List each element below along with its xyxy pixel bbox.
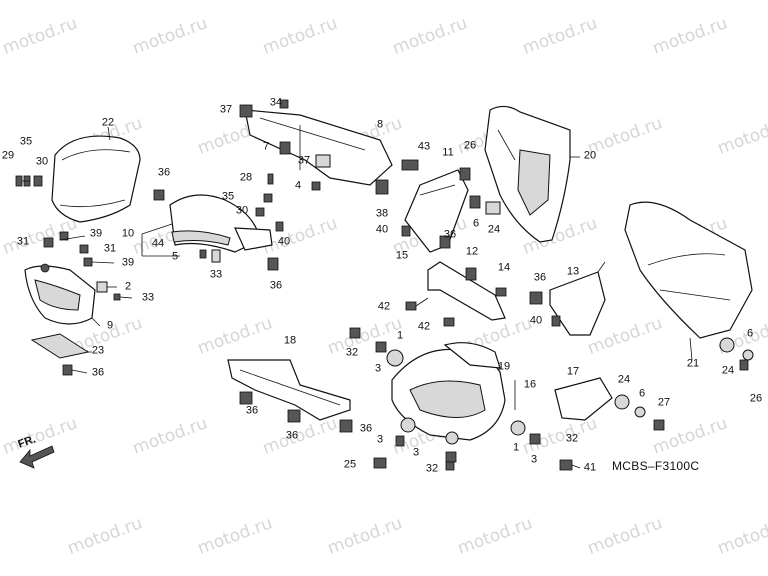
callout-3b: 3: [530, 453, 538, 466]
callout-36a: 36: [91, 366, 105, 379]
callout-16: 16: [523, 378, 537, 391]
callout-5: 5: [171, 250, 179, 263]
callout-30: 30: [35, 155, 49, 168]
callout-36g: 36: [285, 429, 299, 442]
callout-36d: 36: [443, 228, 457, 241]
callout-40b: 40: [375, 223, 389, 236]
callout-44: 44: [151, 237, 165, 250]
callout-7: 7: [262, 140, 270, 153]
callout-39: 39: [89, 227, 103, 240]
callout-21: 21: [686, 357, 700, 370]
stay-part-8: [239, 99, 419, 195]
callout-8: 8: [376, 118, 384, 131]
side-cowl-part-21: [624, 201, 753, 361]
callout-41: 41: [583, 461, 597, 474]
callout-36f: 36: [245, 404, 259, 417]
callout-22: 22: [101, 116, 115, 129]
callout-36c: 36: [269, 279, 283, 292]
callout-37b: 37: [297, 154, 311, 167]
callout-32a: 32: [345, 346, 359, 359]
callout-36h: 36: [359, 422, 373, 435]
callout-40c: 40: [529, 314, 543, 327]
callout-26b: 26: [749, 392, 763, 405]
under-cowl-part-16: [391, 342, 516, 441]
callout-3a: 3: [374, 362, 382, 375]
callout-42b: 42: [417, 320, 431, 333]
callout-15: 15: [395, 249, 409, 262]
callout-26a: 26: [463, 139, 477, 152]
callout-42a: 42: [377, 300, 391, 313]
callout-3c: 3: [376, 433, 384, 446]
callout-33: 33: [141, 291, 155, 304]
fasteners-bottom: [349, 327, 581, 471]
fasteners-left: [15, 175, 133, 376]
callout-31b: 31: [103, 242, 117, 255]
callout-3d: 3: [412, 446, 420, 459]
callout-6b: 6: [746, 327, 754, 340]
callout-20: 20: [583, 149, 597, 162]
stay-part-18: [227, 359, 353, 433]
callout-35b: 35: [221, 190, 235, 203]
bracket-part-17: [554, 337, 754, 431]
callout-32b: 32: [565, 432, 579, 445]
windscreen-part-22: [51, 126, 141, 223]
diagram-code: MCBS–F3100C: [612, 459, 700, 473]
callout-32c: 32: [425, 462, 439, 475]
callout-37a: 37: [219, 103, 233, 116]
bracket-part-13: [529, 261, 606, 336]
direction-arrow-icon: [19, 445, 55, 469]
callout-43: 43: [417, 140, 431, 153]
bracket-part-15: [405, 261, 507, 327]
callout-25: 25: [343, 458, 357, 471]
callout-23: 23: [91, 344, 105, 357]
callout-2: 2: [124, 280, 132, 293]
callout-10: 10: [121, 227, 135, 240]
callout-14: 14: [497, 261, 511, 274]
callout-38: 38: [375, 207, 389, 220]
plate-part-23: [30, 333, 92, 359]
callout-17: 17: [566, 365, 580, 378]
callout-33b: 33: [209, 268, 223, 281]
callout-13: 13: [566, 265, 580, 278]
callout-12: 12: [465, 245, 479, 258]
callout-36b: 36: [157, 166, 171, 179]
bracket-part-9: [24, 263, 101, 327]
callout-39b: 39: [121, 256, 135, 269]
callout-24b: 24: [721, 364, 735, 377]
callout-6a: 6: [472, 217, 480, 230]
callout-30b: 30: [235, 204, 249, 217]
callout-36e: 36: [533, 271, 547, 284]
callout-9: 9: [106, 319, 114, 332]
callout-29: 29: [1, 149, 15, 162]
callout-19: 19: [497, 360, 511, 373]
callout-1b: 1: [512, 441, 520, 454]
callout-28: 28: [239, 171, 253, 184]
callout-24c: 24: [617, 373, 631, 386]
callout-1a: 1: [396, 329, 404, 342]
callout-24a: 24: [487, 223, 501, 236]
callout-40a: 40: [277, 235, 291, 248]
callout-34: 34: [269, 96, 283, 109]
callout-18: 18: [283, 334, 297, 347]
callout-31: 31: [16, 235, 30, 248]
callout-35: 35: [19, 135, 33, 148]
callout-6c: 6: [638, 387, 646, 400]
visor-part-10: [141, 173, 284, 271]
callout-11: 11: [442, 146, 454, 159]
callout-4: 4: [294, 179, 302, 192]
inner-panel-part-11: [401, 167, 501, 253]
side-cowl-part-20: [484, 105, 580, 243]
callout-27: 27: [657, 396, 671, 409]
